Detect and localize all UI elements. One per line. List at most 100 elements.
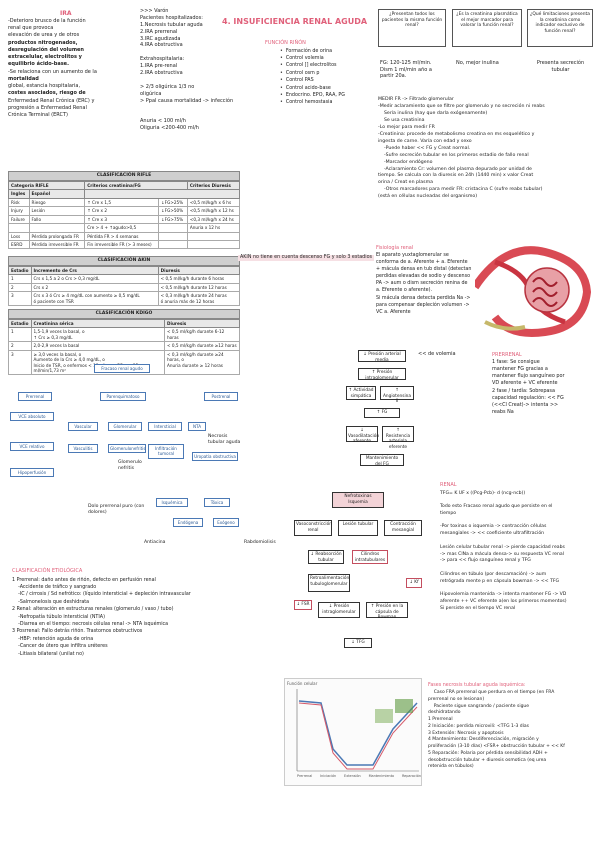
prerrenal-line: mantener flujo sanguíneo por bbox=[492, 373, 565, 379]
kdigo-block: CLASIFICACIÓN KDIGO Estadio Creatinina s… bbox=[8, 309, 240, 376]
ira-line: costes asociados, riesgo de bbox=[8, 90, 86, 97]
question-2-text: ¿Es la creatinina plasmática el mejor ma… bbox=[456, 12, 518, 29]
nefro-c5: ↓ Presión intraglomerular bbox=[318, 602, 360, 618]
patient-line: >>> Varón bbox=[140, 8, 169, 14]
node-vasc-sub: Vasculitis bbox=[68, 444, 98, 454]
patient-line: 2.IRA prerrenal bbox=[140, 28, 178, 35]
fisiologia-line: conforma de a. Aferente + a. Eferente bbox=[376, 259, 468, 265]
nefro-b2: Lesión tubular bbox=[338, 520, 378, 536]
nefrotoxinas-flow: Nefrotoxinas Isquemia Vasoconstricción r… bbox=[294, 492, 422, 657]
patient-line: Extrahospitalaria: bbox=[140, 56, 185, 63]
node-root: Fracaso renal agudo bbox=[94, 364, 150, 374]
renal-line: -> para << flujo sanguíneo renal y TFG bbox=[440, 558, 531, 564]
funcion-item: Control volemia bbox=[280, 55, 375, 62]
creat-line: -Creatinina: procede de metabolismo crea… bbox=[378, 131, 535, 137]
nefro-fsr: ↓ FSR bbox=[294, 600, 312, 610]
flow-node-6: ↑ Resistencia arteriola eferente bbox=[382, 426, 414, 450]
creatinina-notes: MEDIR FR -> Filtrado glomerular-Medir ac… bbox=[378, 97, 594, 201]
rifle-cell: Injury bbox=[8, 206, 30, 216]
note-antiacina: Antiacina bbox=[144, 540, 166, 545]
page-title: 4. INSUFICIENCIA RENAL AGUDA bbox=[222, 17, 368, 26]
fisiologia-line: PA -> aum o dism secreción renina de bbox=[376, 281, 468, 287]
funcion-rinon: FUNCIÓN RIÑÓN Formación de orinaControl … bbox=[265, 40, 375, 107]
fases-line: deshidratando bbox=[428, 710, 461, 716]
nefro-kf: ↓ Kf bbox=[406, 578, 422, 588]
node-glom: Glomerular bbox=[108, 422, 142, 432]
fisiologia-line: para compensar depleción volumen -> bbox=[376, 302, 470, 308]
akin-block: CLASIFICACIÓN AKIN Estadio Incremento de… bbox=[8, 256, 241, 307]
fisiologia-line: + mácula densa en tub distal (detectan bbox=[376, 266, 472, 272]
fases-line: 4 Mantenimiento: Desdiferenciación, migr… bbox=[428, 737, 539, 743]
ira-line: equilibrio ácido-base. bbox=[8, 61, 69, 68]
prerrenal-line: 1 fase: Se consigue bbox=[492, 358, 540, 365]
fases-section: Fases necrosis tubular aguda isquémica: … bbox=[428, 683, 596, 771]
node-inter: Intersticial bbox=[148, 422, 182, 432]
glomerulus-image bbox=[471, 232, 593, 342]
fases-axis-label: Extensión bbox=[344, 774, 361, 778]
creat-line: Se usa creatinina bbox=[378, 117, 425, 123]
creat-line: -Lo mejor para medir FR bbox=[378, 124, 435, 130]
rifle-cell: Lesión bbox=[28, 206, 86, 216]
fases-axis-label: Mantenimiento bbox=[368, 774, 395, 778]
funcion-item: Formación de orina bbox=[280, 48, 375, 55]
ira-line: Crónica Terminal (ERCT) bbox=[8, 112, 69, 119]
node-isq: Isquémica bbox=[156, 498, 188, 508]
patient-line: Pacientes hospitalizados: bbox=[140, 14, 203, 21]
rifle-cell: ↑ Cre x 3 bbox=[84, 214, 160, 225]
rifle-table-block: CLASIFICACIÓN RIFLE Categoría RIFLE Crit… bbox=[7, 171, 241, 250]
fases-line: 3 Extensión: Necrosis y apoptosis bbox=[428, 730, 504, 736]
rifle-head-diuresis: Criterios Diuresis bbox=[186, 180, 241, 191]
renal-line: Si persiste en el tiempo VC renal bbox=[440, 606, 516, 612]
etiology-line: -Nefropatía túbulo intersticial (NTIA) bbox=[12, 614, 105, 620]
node-tox: Tóxica bbox=[204, 498, 230, 508]
patient-line: > Ppal causa mortalidad -> infección bbox=[140, 97, 234, 104]
creat-line: (está en células nucleadas del organismo… bbox=[378, 194, 478, 200]
rifle-cell: Fin irreversible FR (> 3 meses) bbox=[84, 239, 160, 250]
node-post: Postrenal bbox=[204, 392, 238, 402]
rifle-table: Categoría RIFLE Criterios creatinina/FG … bbox=[7, 180, 241, 250]
node-inter-sub: Infiltración tumoral bbox=[148, 444, 184, 459]
patient-line bbox=[140, 49, 260, 56]
kdigo-caption: CLASIFICACIÓN KDIGO bbox=[8, 309, 240, 319]
nefro-c6: ↑ Presión en la cápsula de Bowman bbox=[366, 602, 408, 620]
fases-line: desobstrucción tubular + diuresis osmoti… bbox=[428, 757, 547, 763]
nefro-b3: Contracción mesangial bbox=[384, 520, 422, 536]
rifle-cell: Loss bbox=[8, 231, 30, 242]
kdigo-head-crs: Creatinina sérica bbox=[30, 318, 166, 329]
creat-line: -Sufre secreción tubular en los primeros… bbox=[378, 152, 529, 158]
kdigo-head-diuresis: Diuresis bbox=[164, 318, 240, 329]
fisiologia-line: El aparato yuxtaglomerular se bbox=[376, 252, 449, 258]
rifle-cell: ↓FG>75% bbox=[158, 214, 188, 225]
funcion-item: Control [] electrolitos bbox=[280, 62, 375, 69]
renal-line: Todo esto Fracaso renal agudo que persis… bbox=[440, 504, 553, 510]
node-glom-sub: Glomerulonefritis bbox=[108, 444, 146, 454]
etiology-line: 3 Posrrenal: Fallo detrás riñón. Trastor… bbox=[12, 629, 143, 635]
node-vce-rel: VCE relativo bbox=[10, 442, 54, 452]
creat-line: -Marcador endógeno bbox=[378, 159, 433, 165]
patient-line: 1.IRA pre-renal bbox=[140, 63, 178, 70]
fases-body: Caso FRA prerrenal que perdura en el tie… bbox=[428, 690, 596, 771]
rifle-sub-blank bbox=[84, 189, 240, 199]
fases-line: 1 Prerrenal bbox=[428, 717, 453, 723]
node-exo: Exógeno bbox=[213, 518, 239, 528]
nefro-c1: ↓ Reabsorción tubular bbox=[308, 550, 344, 564]
etiology-tree: Fracaso renal agudo Prerrenal Parenquima… bbox=[8, 364, 276, 545]
prerrenal-flow: ↓ Presión arterial media ↑ Presión intra… bbox=[346, 350, 416, 490]
answer-1: FG: 120-125 ml/min. Dism 1 ml/min año a … bbox=[380, 60, 432, 79]
prerrenal-line: VD aferente + VC eferente bbox=[492, 380, 558, 387]
funcion-title: FUNCIÓN RIÑÓN bbox=[265, 40, 306, 46]
node-vce-abs: VCE absoluto bbox=[10, 412, 54, 422]
renal-line: mesangiales -> << coeficiente ultrafiltr… bbox=[440, 531, 545, 537]
akin-cell: Crs x 2 bbox=[30, 282, 159, 293]
flow-node-1: ↑ Presión intraglomerular bbox=[358, 368, 406, 381]
patient-line bbox=[140, 111, 260, 118]
rifle-cell bbox=[8, 223, 30, 233]
rifle-cell bbox=[158, 239, 188, 250]
ira-line: renal que provoca bbox=[8, 25, 54, 32]
patient-line: 3.IRC agudizada bbox=[140, 35, 181, 42]
etiology-line: -Accidente de tráfico y sangrado bbox=[12, 584, 97, 590]
